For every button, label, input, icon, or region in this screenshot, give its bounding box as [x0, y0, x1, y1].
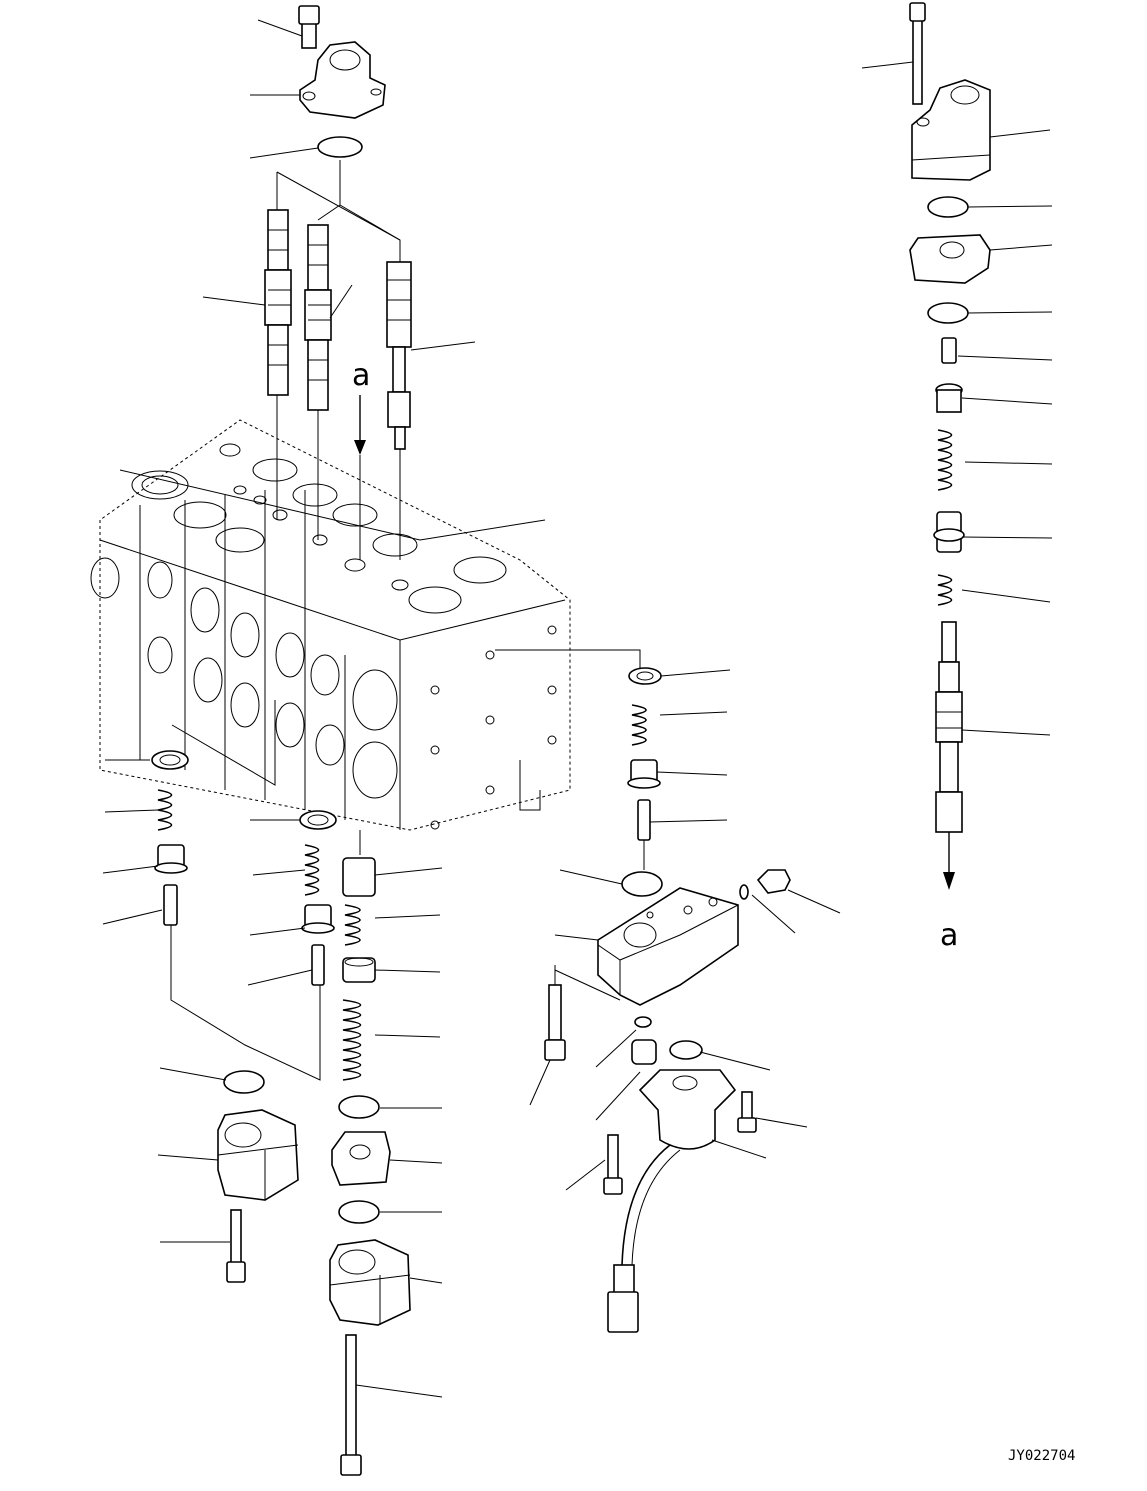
- callout-leader-25: [409, 1277, 443, 1284]
- callout-leader-34: [751, 894, 796, 934]
- callout-leader-9: [102, 865, 159, 874]
- callout-leader-18: [374, 867, 443, 876]
- callout-leader-12: [252, 869, 306, 876]
- right-column-stack: a: [909, 2, 991, 953]
- callout-leader-1: [257, 19, 303, 37]
- callout-leader-8: [104, 809, 159, 813]
- callout-leader-47: [957, 355, 1053, 361]
- middle-lower-stack: [299, 810, 337, 986]
- spool-assembly-middle: [304, 224, 332, 411]
- callout-leader-38: [699, 1051, 771, 1071]
- callout-leaders: [102, 19, 1053, 1398]
- solenoid-valve-group: [495, 649, 791, 1333]
- callout-leader-33: [787, 889, 841, 914]
- callout-leader-40: [711, 1139, 767, 1159]
- center-column-stack: [329, 830, 411, 1476]
- callout-leader-6: [410, 341, 476, 351]
- spool-assembly-right: [386, 261, 412, 450]
- view-marker-upper: a: [352, 358, 370, 393]
- callout-leader-14: [247, 969, 313, 986]
- callout-leader-28: [659, 711, 728, 716]
- callout-leader-30: [649, 819, 728, 823]
- callout-leader-3: [249, 147, 319, 159]
- callout-leader-36: [595, 1029, 637, 1068]
- callout-leader-44: [967, 205, 1053, 208]
- valve-body-block: [90, 419, 571, 831]
- callout-leader-49: [964, 461, 1053, 465]
- callout-leader-4: [202, 296, 266, 306]
- callout-leader-35: [529, 1059, 551, 1106]
- callout-leader-27: [660, 669, 731, 677]
- callout-leader-41: [565, 1159, 606, 1191]
- callout-leader-52: [961, 729, 1051, 736]
- callout-leader-32: [554, 934, 599, 941]
- callout-leader-20: [374, 969, 441, 973]
- callout-leader-10: [102, 909, 163, 925]
- top-flange-cap: [298, 5, 386, 158]
- left-lower-stack: [151, 700, 321, 1283]
- callout-leader-19: [374, 914, 441, 919]
- callout-leader-26: [355, 1384, 443, 1398]
- callout-leader-43: [989, 129, 1051, 138]
- callout-leader-42: [861, 61, 914, 69]
- callout-leader-46: [967, 311, 1053, 314]
- view-marker-lower: a: [940, 918, 958, 953]
- callout-leader-23: [389, 1159, 443, 1164]
- callout-leader-45: [989, 244, 1053, 251]
- callout-leader-50: [961, 536, 1053, 539]
- callout-leader-15: [159, 1067, 227, 1081]
- callout-leader-16: [157, 1154, 219, 1161]
- callout-leader-51: [961, 589, 1051, 603]
- spool-assembly-left: [264, 209, 292, 396]
- callout-leader-39: [755, 1117, 808, 1128]
- callout-leader-31: [559, 869, 623, 885]
- callout-leader-5: [329, 284, 353, 319]
- drawing-reference-code: JY022704: [1008, 1448, 1075, 1464]
- spool-connector-lines: [276, 160, 401, 560]
- callout-leader-37: [595, 1071, 641, 1121]
- callout-leader-21: [374, 1034, 441, 1038]
- callout-leader-29: [656, 771, 728, 776]
- callout-leader-13: [249, 927, 306, 936]
- view-arrow-a-upper: a: [352, 358, 370, 560]
- callout-leader-48: [961, 397, 1053, 405]
